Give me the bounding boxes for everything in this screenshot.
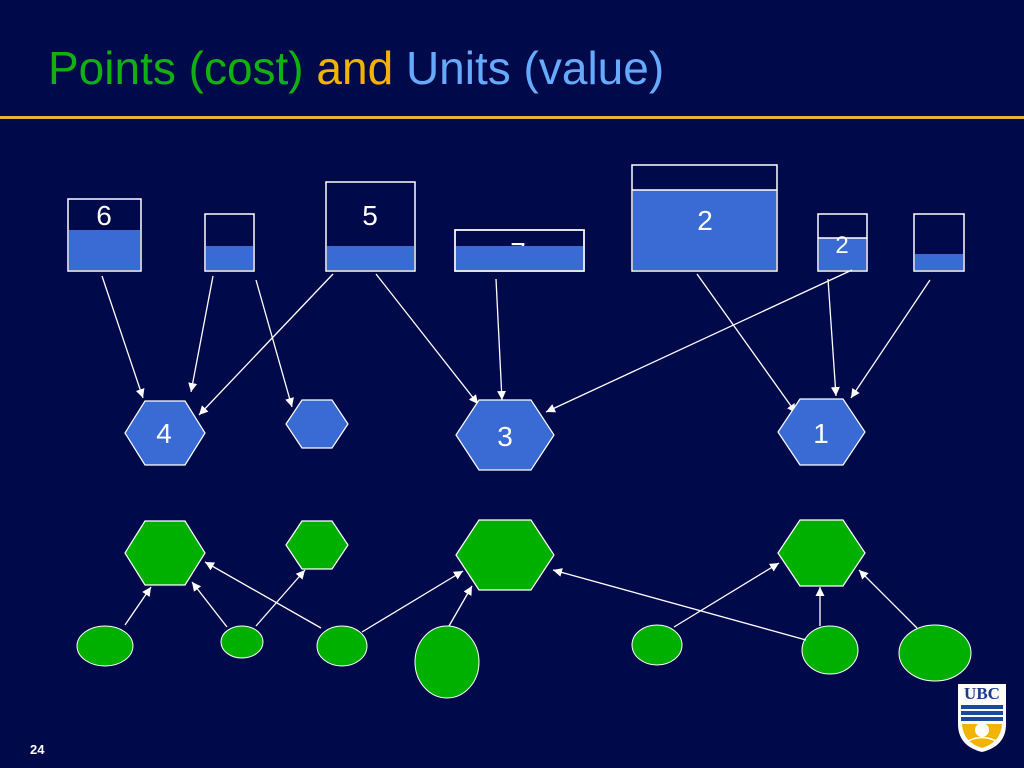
box-1-label: 6 xyxy=(96,200,112,231)
title-and-text: and xyxy=(316,42,394,94)
green-ellipse-6 xyxy=(801,625,859,675)
green-ellipse-5 xyxy=(631,624,683,666)
green-ellipse-4 xyxy=(414,625,480,699)
blue-hexagon-1: 4 xyxy=(124,400,206,466)
green-hexagon-3 xyxy=(455,519,555,591)
page-number: 24 xyxy=(30,742,45,757)
title-rule xyxy=(0,116,1024,119)
title-units-text: Units (value) xyxy=(405,42,665,94)
blue-hexagon-4-label: 1 xyxy=(813,418,829,449)
box-1: 6 xyxy=(67,198,142,272)
title-points-text: Points (cost) xyxy=(48,42,304,94)
blue-hexagon-3: 3 xyxy=(455,399,555,471)
box-7 xyxy=(913,213,965,272)
cost-arrows xyxy=(101,269,931,416)
green-hexagon-2 xyxy=(285,520,349,570)
blue-hexagon-2 xyxy=(285,399,349,449)
box-5-label: 2 xyxy=(697,205,713,236)
green-ellipse-7 xyxy=(898,624,972,682)
box-2 xyxy=(204,213,255,272)
box-4: 7 xyxy=(454,229,585,272)
ubc-logo xyxy=(958,684,1006,752)
green-hexagon-4 xyxy=(777,519,866,587)
blue-hexagon-3-label: 3 xyxy=(497,421,513,452)
ubc-logo-text: UBC xyxy=(964,684,1000,703)
green-ellipse-3 xyxy=(316,625,368,667)
green-hexagon-1 xyxy=(124,520,206,586)
box-3: 5 xyxy=(325,181,416,272)
box-6-label: 2 xyxy=(835,232,848,259)
blue-hexagon-4: 1 xyxy=(777,398,866,466)
green-ellipse-2 xyxy=(220,625,264,659)
green-ellipse-1 xyxy=(76,625,134,667)
slide-title: Points (cost) and Units (value) xyxy=(48,40,664,96)
box-5: 2 xyxy=(631,164,778,272)
blue-hexagon-1-label: 4 xyxy=(156,418,172,449)
value-arrows xyxy=(124,561,918,641)
box-6: 2 xyxy=(817,213,868,272)
box-3-label: 5 xyxy=(362,200,378,231)
